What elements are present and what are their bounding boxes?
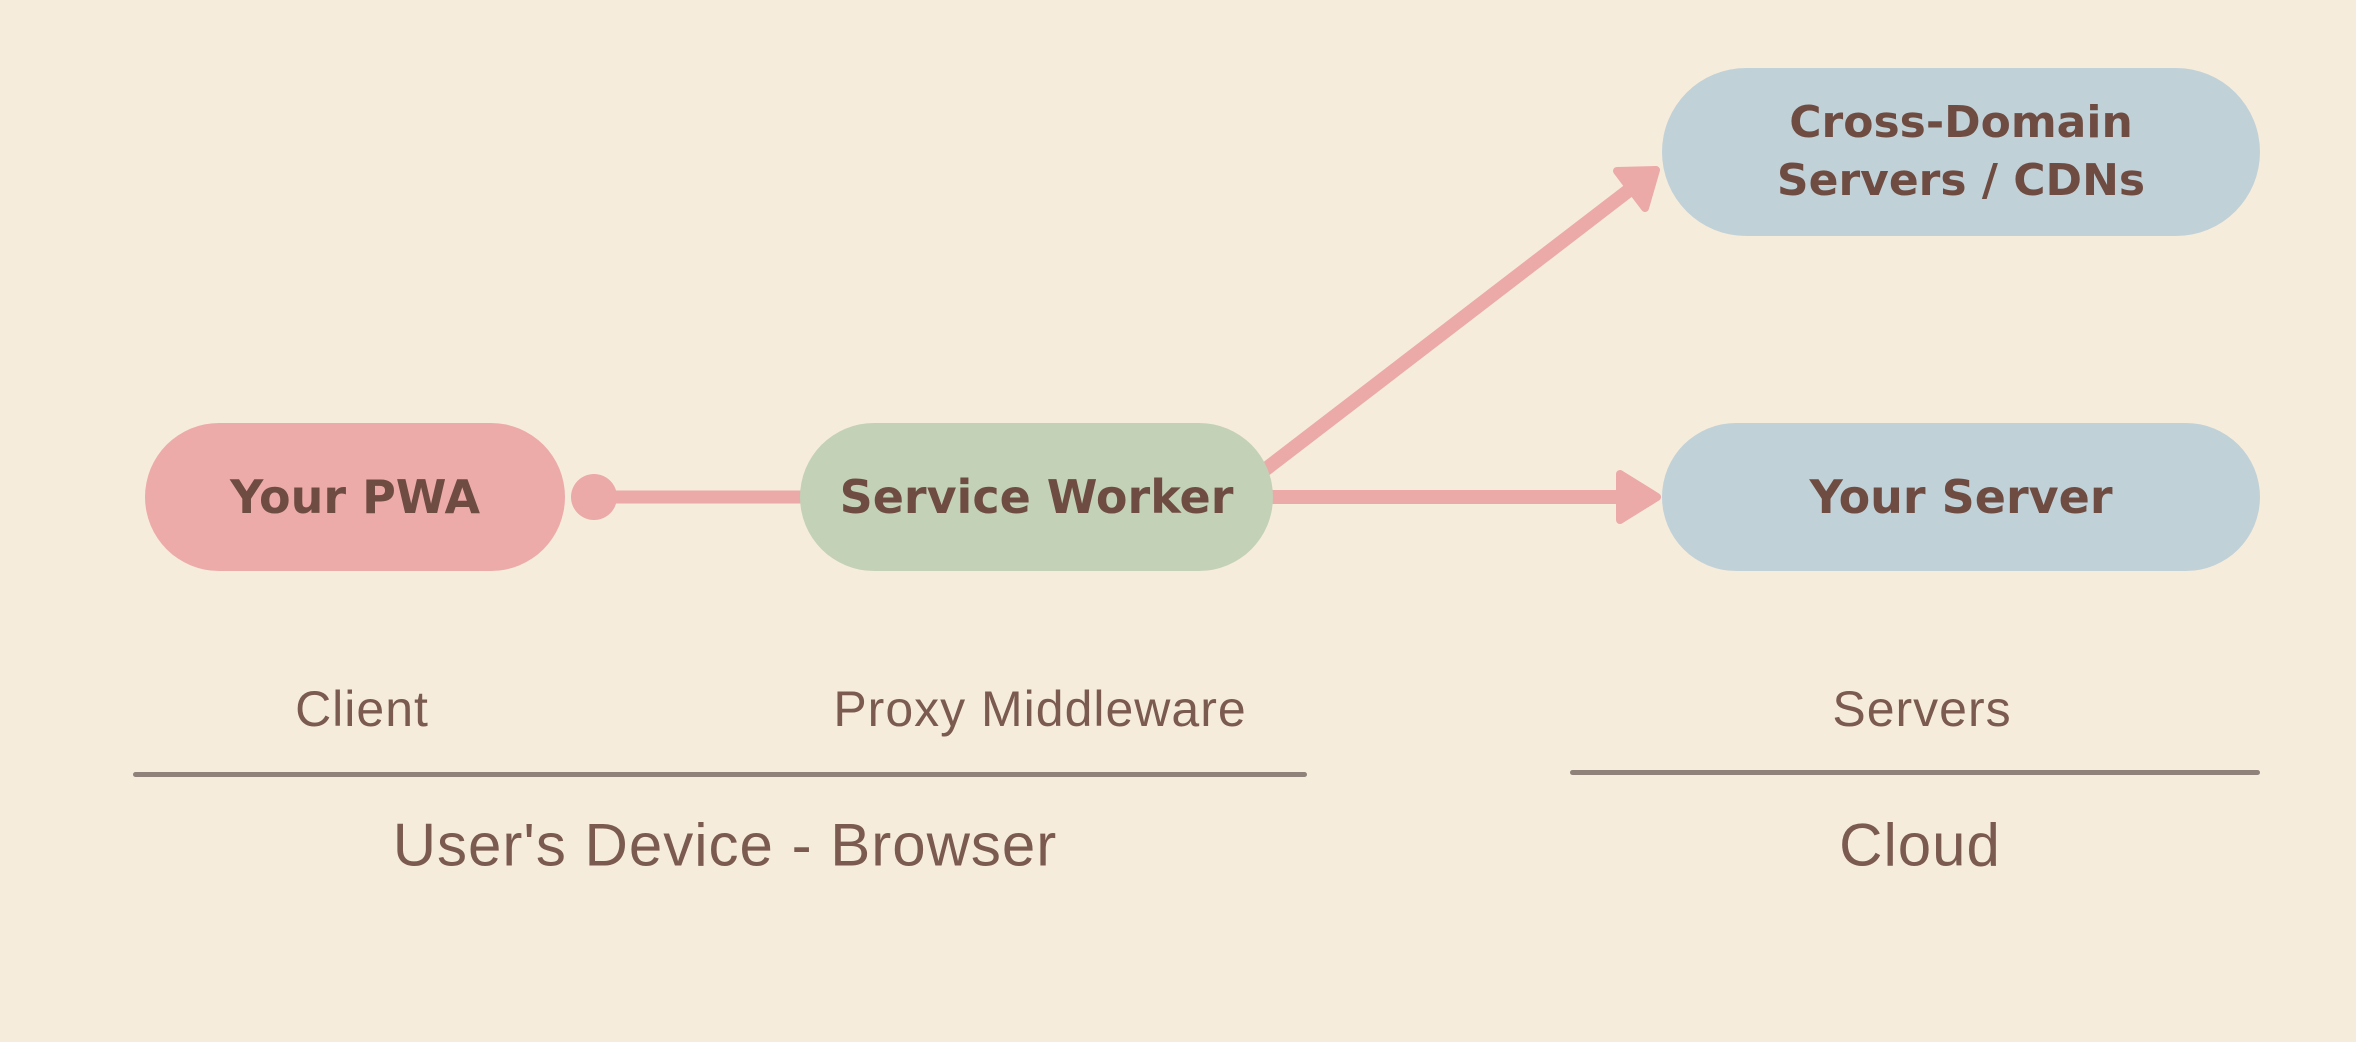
node-service-worker-label: Service Worker bbox=[839, 469, 1234, 524]
device-group-divider bbox=[133, 772, 1307, 777]
node-your-server: Your Server bbox=[1662, 423, 2260, 571]
group-label-cloud: Cloud bbox=[1839, 811, 2001, 879]
node-service-worker: Service Worker bbox=[800, 423, 1273, 571]
node-your-server-label: Your Server bbox=[1809, 469, 2113, 524]
node-your-pwa: Your PWA bbox=[145, 423, 565, 571]
node-cross-domain-servers: Cross-Domain Servers / CDNs bbox=[1662, 68, 2260, 236]
service-worker-to-cross-domain-line bbox=[1257, 185, 1633, 478]
group-label-users-device-browser: User's Device - Browser bbox=[392, 811, 1058, 879]
arrowhead-right-icon bbox=[1616, 470, 1661, 524]
cloud-group-divider bbox=[1570, 770, 2260, 775]
node-your-pwa-label: Your PWA bbox=[229, 469, 481, 524]
node-cross-domain-label-line2: Servers / CDNs bbox=[1776, 155, 2146, 206]
column-label-client: Client bbox=[295, 681, 429, 737]
arrowhead-diagonal-icon bbox=[1613, 166, 1660, 212]
node-cross-domain-label-line1: Cross-Domain bbox=[1789, 96, 2133, 148]
column-label-proxy-middleware: Proxy Middleware bbox=[833, 681, 1247, 737]
pwa-connector-dot-icon bbox=[571, 474, 617, 520]
column-label-servers: Servers bbox=[1832, 681, 2012, 737]
